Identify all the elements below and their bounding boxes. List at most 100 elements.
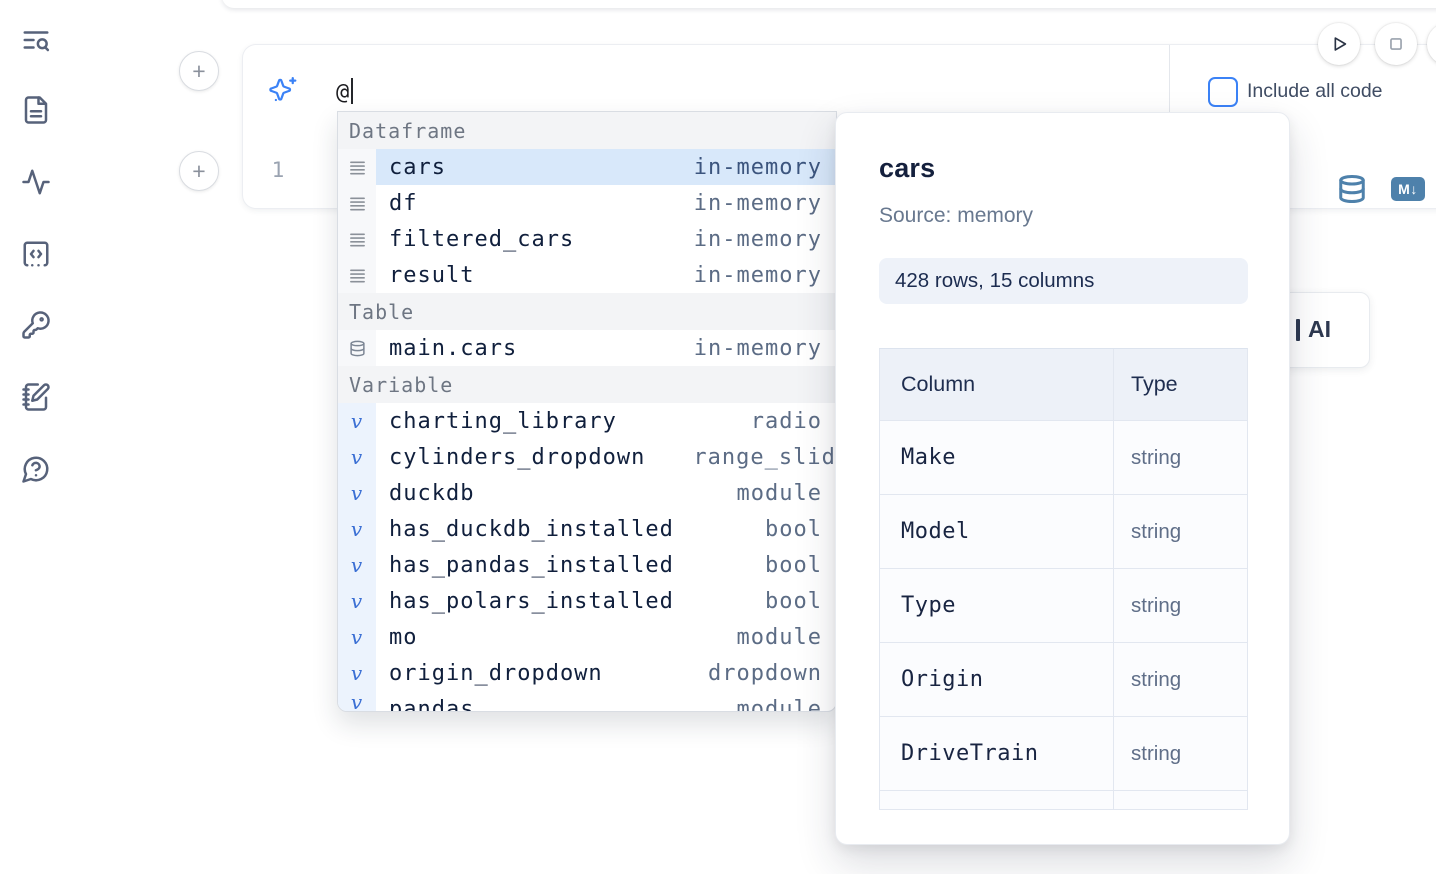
help-icon[interactable] [21, 454, 51, 484]
completion-item-name: has_polars_installed [389, 588, 674, 614]
completion-item-name: main.cars [389, 335, 518, 361]
add-cell-below-button[interactable]: + [179, 151, 219, 191]
completion-item-type: in-memory [693, 226, 822, 252]
completion-item-gutter: v [338, 185, 376, 221]
completion-item-gutter: v [338, 691, 376, 712]
dataframe-rows-icon [349, 231, 366, 248]
completion-item[interactable]: v filtered_cars in-memory [338, 221, 836, 257]
ai-button-clipped-text [1296, 319, 1300, 341]
completion-section-header: Variable [338, 366, 836, 403]
schema-column-name: Origin [901, 667, 984, 692]
preview-title: cars [879, 153, 936, 183]
completion-item-name: df [389, 190, 418, 216]
completion-item-name: origin_dropdown [389, 660, 603, 686]
completion-item[interactable]: v cars in-memory [338, 149, 836, 185]
completion-item[interactable]: v mo module [338, 619, 836, 655]
variable-icon: v [350, 661, 364, 685]
variable-icon: v [350, 553, 364, 577]
schema-header-type: Type [1131, 372, 1178, 396]
completion-item[interactable]: v origin_dropdown dropdown [338, 655, 836, 691]
completion-item-type: in-memory [693, 262, 822, 288]
completion-item-gutter: v [338, 257, 376, 293]
completion-item[interactable]: v has_duckdb_installed bool [338, 511, 836, 547]
completion-item-name: pandas [389, 696, 475, 712]
completion-item-gutter: v [338, 655, 376, 691]
schema-column-type: string [1131, 445, 1182, 469]
variable-icon: v [350, 589, 364, 613]
dataframe-rows-icon [349, 267, 366, 284]
completion-item-gutter: v [338, 619, 376, 655]
database-icon [349, 340, 366, 357]
variable-icon: v [350, 691, 364, 712]
datasources-icon[interactable] [1337, 174, 1367, 204]
more-actions-button[interactable] [1427, 23, 1436, 65]
dataframe-rows-icon [349, 159, 366, 176]
variable-icon: v [350, 625, 364, 649]
editor-line-number: 1 [271, 158, 285, 182]
schema-row: Type string [879, 569, 1248, 643]
completion-item-type: module [736, 624, 822, 650]
list-search-icon[interactable] [21, 25, 51, 55]
markdown-icon[interactable]: M↓ [1391, 177, 1425, 201]
document-icon[interactable] [21, 95, 51, 125]
completion-item-type: module [736, 480, 822, 506]
completion-item-name: duckdb [389, 480, 475, 506]
run-cell-button[interactable] [1318, 23, 1360, 65]
ai-sparkles-icon [269, 75, 299, 105]
schema-header-row: Column Type [879, 348, 1248, 421]
ai-bar-divider [1169, 45, 1170, 113]
variable-icon: v [350, 445, 364, 469]
completion-item[interactable]: v df in-memory [338, 185, 836, 221]
ai-prompt-input[interactable]: @ [336, 76, 354, 110]
completion-item[interactable]: v main.cars in-memory [338, 330, 836, 366]
completion-dropdown: Dataframe v cars in-memory v df [337, 111, 837, 712]
play-icon [1334, 37, 1347, 51]
notebook-edit-icon[interactable] [21, 382, 51, 412]
completion-item-name: result [389, 262, 475, 288]
completion-item-name: charting_library [389, 408, 617, 434]
completion-item-gutter: v [338, 475, 376, 511]
completion-section-header: Table [338, 293, 836, 330]
variable-icon: v [350, 517, 364, 541]
completion-item[interactable]: v pandas module [338, 691, 836, 712]
sidebar [0, 0, 72, 874]
completion-item-type: in-memory [693, 154, 822, 180]
activity-icon[interactable] [21, 167, 51, 197]
preview-source: Source: memory [879, 204, 1034, 227]
completion-item-name: has_duckdb_installed [389, 516, 674, 542]
code-cell-icon[interactable] [21, 239, 51, 269]
completion-item-gutter: v [338, 149, 376, 185]
preview-shape-badge: 428 rows, 15 columns [879, 258, 1248, 304]
schema-column-name: DriveTrain [901, 741, 1039, 766]
completion-item-name: mo [389, 624, 418, 650]
completion-item[interactable]: v has_polars_installed bool [338, 583, 836, 619]
schema-row-clipped [879, 791, 1248, 810]
completion-item[interactable]: v charting_library radio [338, 403, 836, 439]
include-all-code-checkbox[interactable] [1208, 77, 1238, 107]
completion-item-name: has_pandas_installed [389, 552, 674, 578]
add-cell-above-button[interactable]: + [179, 51, 219, 91]
schema-column-type: string [1131, 667, 1182, 691]
completion-item[interactable]: v has_pandas_installed bool [338, 547, 836, 583]
completion-item[interactable]: v duckdb module [338, 475, 836, 511]
completion-item-type: bool [765, 552, 822, 578]
key-icon[interactable] [21, 310, 51, 340]
variable-icon: v [350, 409, 364, 433]
completion-item[interactable]: v result in-memory [338, 257, 836, 293]
schema-column-name: Model [901, 519, 970, 544]
completion-item-gutter: v [338, 221, 376, 257]
completion-item-gutter: v [338, 330, 376, 366]
include-all-code-label: Include all code [1247, 80, 1383, 102]
completion-item-name: cars [389, 154, 446, 180]
completion-item-type: bool [765, 516, 822, 542]
schema-column-type: string [1131, 741, 1182, 765]
completion-item-name: cylinders_dropdown [389, 444, 646, 470]
completion-list: Dataframe v cars in-memory v df [338, 112, 836, 712]
stop-cell-button[interactable] [1375, 23, 1417, 65]
completion-item-type: in-memory [693, 335, 822, 361]
completion-item-gutter: v [338, 547, 376, 583]
schema-column-type: string [1131, 519, 1182, 543]
completion-item[interactable]: v cylinders_dropdown range_slider [338, 439, 836, 475]
completion-item-type: bool [765, 588, 822, 614]
